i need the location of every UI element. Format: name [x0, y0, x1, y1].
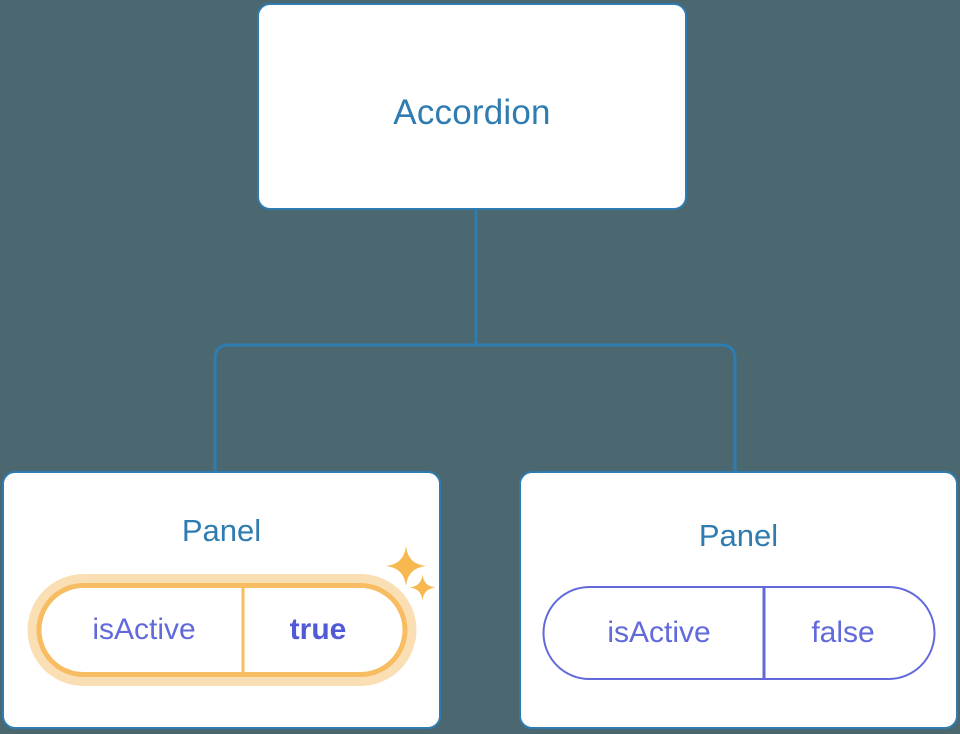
prop-pill-left-value: true [241, 588, 402, 672]
prop-pill-right[interactable]: isActive false [542, 586, 935, 680]
prop-pill-right-key: isActive [607, 616, 711, 649]
node-panel-right[interactable]: Panel isActive false [519, 471, 958, 729]
prop-pill-left[interactable]: isActive true [36, 583, 407, 677]
node-accordion-title: Accordion [393, 93, 551, 132]
prop-pill-right-value: false [762, 588, 933, 678]
prop-pill-left-wrapper: isActive true [27, 574, 416, 686]
prop-pill-right-wrapper: isActive false [542, 586, 935, 680]
prop-pill-left-glow: isActive true [27, 574, 416, 686]
connector-branch-bus [213, 343, 737, 471]
node-panel-left[interactable]: Panel isActive true [2, 471, 441, 729]
node-accordion[interactable]: Accordion [257, 3, 687, 210]
node-panel-right-title: Panel [698, 518, 779, 553]
node-panel-left-title: Panel [181, 513, 262, 548]
prop-pill-left-key: isActive [92, 613, 196, 646]
